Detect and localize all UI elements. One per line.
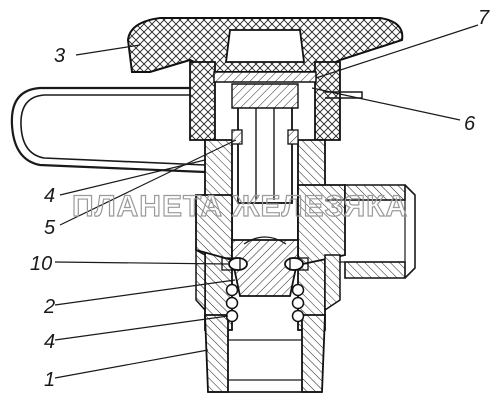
- wire-handle: [10, 86, 363, 174]
- valve-body: [195, 139, 416, 393]
- callout-4: 4: [44, 185, 55, 207]
- leader-lines: [54, 24, 479, 379]
- callout-2: 2: [43, 296, 55, 318]
- watermark: ПЛАНЕТА ЖЕЛЕЗЯКА: [72, 190, 408, 223]
- callout-9: 5: [44, 217, 56, 239]
- callout-10: 10: [30, 253, 52, 275]
- spring: [225, 283, 305, 323]
- callout-3: 3: [54, 45, 65, 67]
- callout-6: 6: [464, 113, 476, 135]
- o-rings: [231, 129, 299, 145]
- callout-7: 7: [478, 7, 490, 29]
- handwheel: [126, 17, 404, 141]
- callout-5: 4: [44, 331, 55, 353]
- seat-rings: [221, 257, 309, 271]
- callout-1: 1: [44, 369, 55, 391]
- valve-stem: [231, 83, 299, 204]
- gasket: [213, 71, 317, 83]
